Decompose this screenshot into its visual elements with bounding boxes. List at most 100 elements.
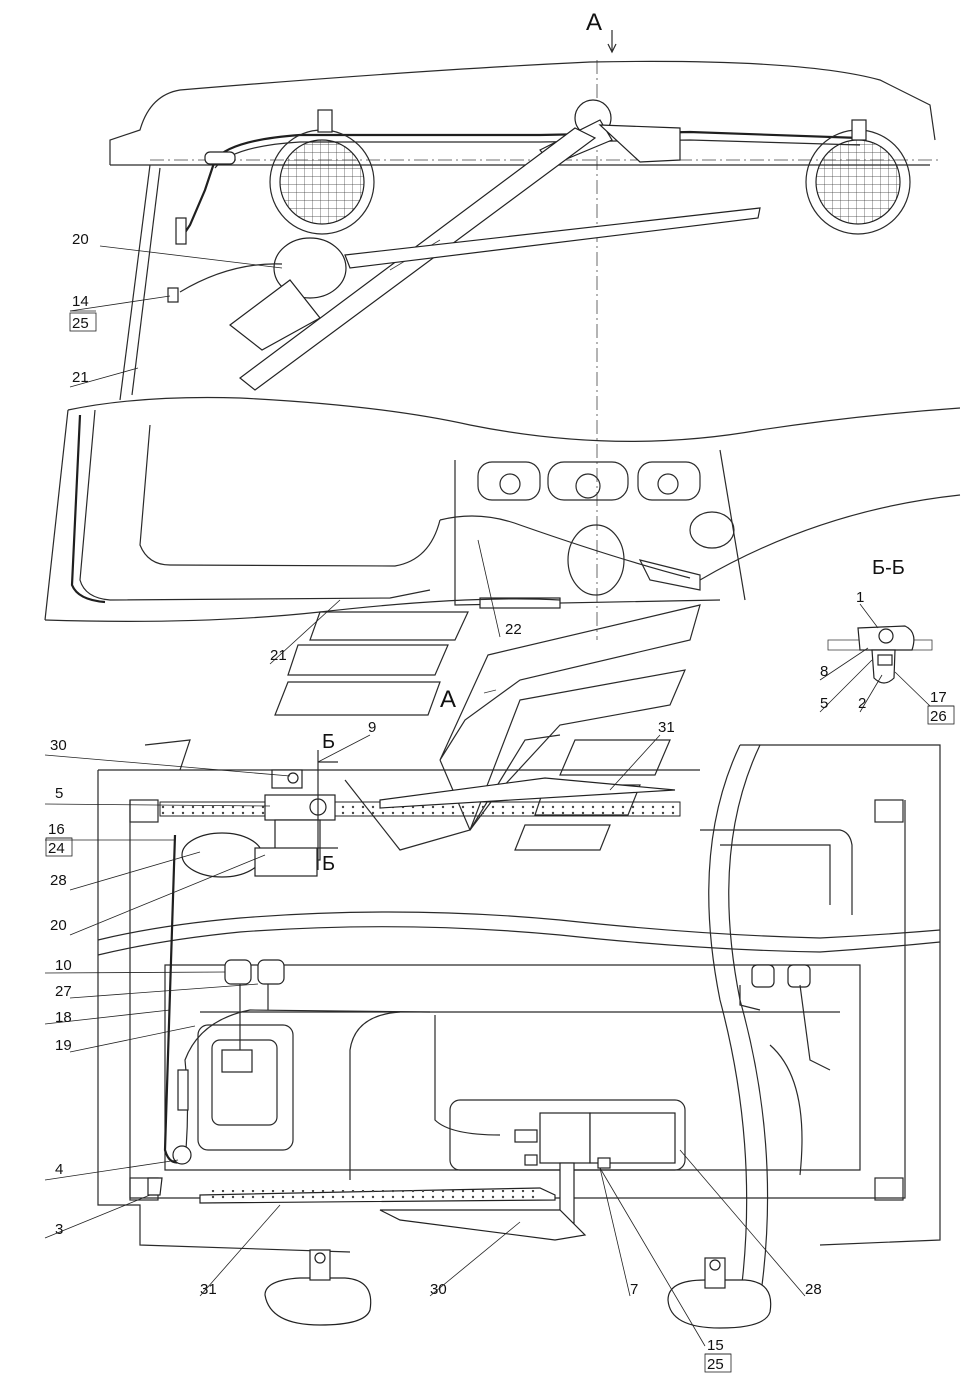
rear-outline-left: [97, 770, 351, 1253]
callout-7: 7: [630, 1281, 638, 1298]
labels: А А Б-Б Б Б 20 14 25 21 21 22 1 8 5 2 17…: [45, 9, 955, 1373]
callout-18: 18: [55, 1009, 72, 1026]
leader-31-top: [609, 734, 661, 791]
callout-10: 10: [55, 957, 72, 974]
rear-lamp-right: [667, 1279, 772, 1329]
rear-wiper-rubber: [205, 1190, 535, 1200]
rear-glass-inner: [720, 844, 831, 905]
top-view: [44, 30, 961, 640]
callout-19: 19: [55, 1037, 72, 1054]
arrow-bar-2: [287, 644, 449, 676]
leader-14: [69, 295, 171, 312]
callout-9: 9: [368, 719, 376, 736]
arrow-bar-1: [309, 611, 469, 641]
leader-9: [317, 734, 371, 763]
left-roof-lamp-mesh: [279, 139, 365, 225]
callout-15: 15: [707, 1337, 724, 1354]
callout-25-box: [69, 312, 97, 332]
view-a-mark: [483, 689, 497, 694]
dash-wire: [439, 515, 691, 579]
side-box-outer: [197, 1024, 294, 1151]
callout-5-section: 5: [820, 695, 828, 712]
callout-31-top: 31: [658, 719, 675, 736]
rear-lamp-left-bolt: [314, 1252, 326, 1264]
motor-nut: [287, 772, 299, 784]
wiper-motor-body: [598, 124, 681, 163]
leader-3: [44, 1194, 151, 1239]
corner-block-tl: [129, 799, 159, 823]
view-label-a-top: А: [586, 9, 602, 36]
rear-post-left: [708, 744, 748, 1301]
leader-1: [859, 603, 879, 629]
callout-25b: 25: [707, 1356, 724, 1373]
dashboard-left: [454, 460, 721, 606]
right-roof-lamp-mesh: [815, 139, 901, 225]
callout-21-mid: 21: [270, 647, 287, 664]
cable-clamp-top: [204, 151, 236, 165]
view-a-arrowhead: [607, 43, 617, 54]
cab-front-left-edge: [44, 409, 69, 621]
cab-pillar-left-inner: [131, 167, 161, 396]
cutaway-line-upper: [67, 396, 961, 442]
window-frame-inner: [139, 424, 441, 567]
leader-8: [819, 647, 869, 681]
dash-connector: [479, 597, 561, 609]
interior-loop-right: [769, 1044, 803, 1176]
callout-4: 4: [55, 1161, 63, 1178]
leader-17: [894, 671, 931, 707]
gauge-3: [637, 461, 701, 501]
control-knob: [689, 511, 735, 549]
callout-25b-box: [704, 1353, 732, 1373]
rear-outline-right: [740, 744, 941, 1246]
callout-21-top: 21: [72, 369, 89, 386]
leader-20-bottom: [69, 854, 266, 936]
bottom-view: [97, 739, 941, 1329]
gauge-2-dial: [575, 473, 601, 499]
callout-16: 16: [48, 821, 65, 838]
roof-outline: [109, 60, 936, 165]
rear-washer-body: [254, 847, 318, 877]
callout-27: 27: [55, 983, 72, 1000]
callout-31-bottom: 31: [200, 1281, 217, 1298]
section-bb-detail: [827, 625, 933, 684]
steering-column: [567, 524, 625, 596]
leader-2: [859, 674, 883, 713]
left-lamp-bracket: [317, 109, 333, 133]
side-box-relay: [221, 1049, 253, 1073]
callout-17: 17: [930, 689, 947, 706]
rear-cutaway-lower: [97, 926, 941, 956]
arrow-chevron-1: [439, 604, 701, 761]
leader-28-bottom: [679, 1149, 806, 1297]
rear-cutaway-upper: [97, 911, 941, 941]
rear-wiper-arm-lower: [379, 1209, 587, 1241]
leader-22: [477, 539, 501, 638]
callout-2: 2: [858, 695, 866, 712]
leader-5-section: [819, 659, 873, 713]
leader-20-top: [99, 245, 283, 269]
socket-27: [257, 959, 285, 985]
callout-1: 1: [856, 589, 864, 606]
washer-wire: [179, 263, 283, 293]
leader-31-bottom: [199, 1204, 281, 1297]
leader-27: [69, 983, 259, 999]
motor-nut-right: [597, 1157, 611, 1169]
rear-outline-corner-left: [144, 739, 191, 771]
gauge-1-dial: [499, 473, 521, 495]
harness-left: [163, 834, 186, 1164]
leader-10: [44, 971, 226, 974]
view-label-a-mid: А: [440, 686, 456, 713]
corner-block-tr: [874, 799, 904, 823]
section-mark-bottom: Б: [322, 853, 335, 875]
harness-loop: [184, 1009, 431, 1161]
washer-pump-body: [229, 279, 321, 351]
window-frame-outer: [79, 409, 431, 601]
callout-14: 14: [72, 293, 89, 310]
arrow-bar-4: [559, 739, 671, 776]
callout-28-top: 28: [50, 872, 67, 889]
leader-18: [44, 1009, 171, 1025]
motor-nut-left: [524, 1154, 538, 1166]
right-lamp-bracket: [851, 119, 867, 141]
leader-19: [69, 1025, 196, 1053]
leader-28-top: [69, 851, 201, 891]
section-title: Б-Б: [872, 557, 905, 579]
